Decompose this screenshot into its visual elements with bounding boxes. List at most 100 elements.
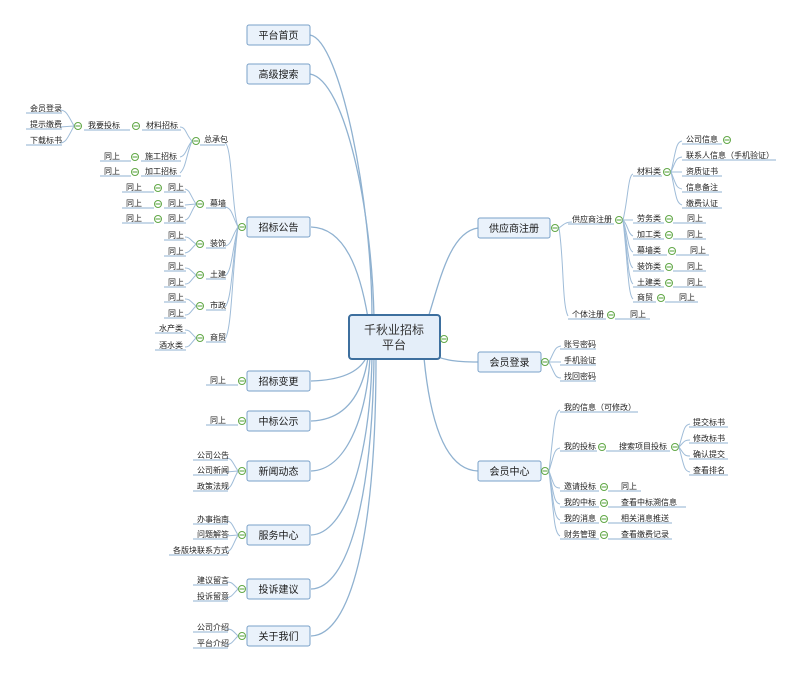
leaf-edit-tender[interactable]: 修改标书 (689, 433, 728, 444)
collapse-icon[interactable] (196, 240, 204, 248)
collapse-icon[interactable] (238, 531, 246, 539)
topic-member-login[interactable]: 会员登录 (477, 351, 542, 373)
leaf-member-login[interactable]: 会员登录 (26, 103, 62, 114)
node-my-messages[interactable]: 我的消息 (560, 513, 599, 524)
leaf-company-announcement[interactable]: 公司公告 (193, 450, 229, 461)
leaf-platform-intro[interactable]: 平台介绍 (193, 638, 229, 649)
collapse-icon[interactable] (615, 216, 623, 224)
leaf-aquatic-products[interactable]: 水产类 (155, 323, 186, 334)
node-individual-registration[interactable]: 个体注册 (568, 309, 606, 320)
leaf-retrieve-password[interactable]: 找回密码 (560, 371, 596, 382)
node-construction-bidding[interactable]: 施工招标 (141, 151, 181, 162)
topic-advanced-search[interactable]: 高级搜索 (246, 63, 311, 85)
leaf-same-as-above[interactable]: 同上 (673, 262, 706, 272)
topic-bidding-change[interactable]: 招标变更 (246, 370, 311, 392)
leaf-payment-reminder[interactable]: 提示缴费 (26, 119, 62, 130)
leaf-policies-regulations[interactable]: 政策法规 (193, 481, 229, 492)
collapse-icon[interactable] (665, 263, 673, 271)
topic-service-center[interactable]: 服务中心 (246, 524, 311, 546)
node-trade[interactable]: 商贸 (206, 332, 226, 343)
collapse-icon[interactable] (551, 224, 559, 232)
node-invite-bid[interactable]: 邀请投标 (560, 481, 599, 492)
node-civil-category[interactable]: 土建类 (633, 277, 664, 288)
collapse-icon[interactable] (665, 215, 673, 223)
topic-news[interactable]: 新闻动态 (246, 460, 311, 482)
leaf-company-news[interactable]: 公司新闻 (193, 465, 229, 476)
leaf-same-as-above[interactable]: 同上 (615, 310, 650, 320)
leaf-same-as-above[interactable]: 同上 (206, 416, 238, 426)
leaf-my-info-editable[interactable]: 我的信息（可修改） (560, 402, 638, 413)
leaf-same-as-above[interactable]: 同上 (100, 167, 131, 177)
collapse-icon[interactable] (723, 136, 731, 144)
leaf-submit-tender[interactable]: 提交标书 (689, 417, 728, 428)
collapse-icon[interactable] (238, 223, 246, 231)
collapse-icon[interactable] (196, 334, 204, 342)
node-curtain-wall-category[interactable]: 幕墙类 (633, 245, 667, 256)
topic-bidding-announcement[interactable]: 招标公告 (246, 216, 311, 238)
leaf-company-intro[interactable]: 公司介绍 (193, 622, 229, 633)
topic-about-us[interactable]: 关于我们 (246, 625, 311, 647)
leaf-complaint-message[interactable]: 投诉留意 (193, 591, 229, 602)
collapse-icon[interactable] (196, 200, 204, 208)
collapse-icon[interactable] (668, 247, 676, 255)
collapse-icon[interactable] (541, 358, 549, 366)
leaf-view-award-info[interactable]: 查看中标溯信息 (608, 497, 686, 508)
collapse-icon[interactable] (665, 231, 673, 239)
center-node[interactable]: 千秋业招标 平台 (348, 314, 441, 360)
leaf-view-payment-records[interactable]: 查看缴费记录 (608, 529, 672, 540)
node-civil-engineering[interactable]: 土建 (206, 269, 226, 280)
leaf-same-as-above[interactable]: 同上 (122, 214, 154, 224)
collapse-icon[interactable] (607, 311, 615, 319)
leaf-confirm-submit[interactable]: 确认提交 (689, 449, 728, 460)
node-trade-category[interactable]: 商贸 (633, 292, 656, 303)
node-material-bidding[interactable]: 材料招标 (142, 120, 181, 131)
leaf-same-as-above[interactable]: 同上 (164, 293, 186, 303)
leaf-same-as-above[interactable]: 同上 (673, 278, 706, 288)
leaf-contact-info-phone-verify[interactable]: 联系人信息（手机验证） (682, 150, 776, 161)
leaf-same-as-above[interactable]: 同上 (164, 278, 186, 288)
leaf-faq[interactable]: 问题解答 (193, 529, 229, 540)
leaf-message-push[interactable]: 相关消息推送 (608, 513, 672, 524)
leaf-view-ranking[interactable]: 查看排名 (689, 465, 728, 476)
collapse-icon[interactable] (131, 153, 139, 161)
leaf-same-as-above[interactable]: 同上 (164, 231, 186, 241)
collapse-icon[interactable] (598, 443, 606, 451)
collapse-icon[interactable] (657, 294, 665, 302)
topic-award-announcement[interactable]: 中标公示 (246, 410, 311, 432)
leaf-same-as-above[interactable]: 同上 (164, 183, 186, 193)
leaf-same-as-above[interactable]: 同上 (665, 293, 698, 303)
collapse-icon[interactable] (74, 122, 82, 130)
collapse-icon[interactable] (154, 184, 162, 192)
leaf-info-notes[interactable]: 信息备注 (682, 182, 722, 193)
collapse-icon[interactable] (663, 168, 671, 176)
collapse-icon[interactable] (600, 515, 608, 523)
topic-complaints-suggestions[interactable]: 投诉建议 (246, 578, 311, 600)
leaf-same-as-above[interactable]: 同上 (164, 262, 186, 272)
leaf-payment-certification[interactable]: 缴费认证 (682, 198, 722, 209)
node-curtain-wall[interactable]: 幕墙 (206, 198, 226, 209)
node-my-awards[interactable]: 我的中标 (560, 497, 599, 508)
collapse-icon[interactable] (196, 271, 204, 279)
leaf-same-as-above[interactable]: 同上 (164, 309, 186, 319)
node-materials-category[interactable]: 材料类 (633, 166, 662, 177)
leaf-beverages[interactable]: 酒水类 (155, 340, 186, 351)
collapse-icon[interactable] (238, 467, 246, 475)
leaf-company-info[interactable]: 公司信息 (682, 134, 722, 145)
topic-supplier-registration[interactable]: 供应商注册 (477, 217, 551, 239)
collapse-icon[interactable] (665, 279, 673, 287)
collapse-icon[interactable] (192, 137, 200, 145)
leaf-same-as-above[interactable]: 同上 (122, 199, 154, 209)
node-search-project-bid[interactable]: 搜索项目投标 (606, 441, 670, 452)
collapse-icon[interactable] (131, 168, 139, 176)
leaf-phone-verification[interactable]: 手机验证 (560, 355, 596, 366)
leaf-download-tender-docs[interactable]: 下载标书 (26, 135, 62, 146)
collapse-icon[interactable] (238, 377, 246, 385)
node-decoration[interactable]: 装饰 (206, 238, 226, 249)
collapse-icon[interactable] (196, 302, 204, 310)
collapse-icon[interactable] (671, 443, 679, 451)
leaf-same-as-above[interactable]: 同上 (673, 214, 706, 224)
node-labor-category[interactable]: 劳务类 (633, 213, 664, 224)
collapse-icon[interactable] (440, 335, 448, 343)
leaf-account-password[interactable]: 账号密码 (560, 339, 596, 350)
node-my-bids[interactable]: 我的投标 (560, 441, 597, 452)
